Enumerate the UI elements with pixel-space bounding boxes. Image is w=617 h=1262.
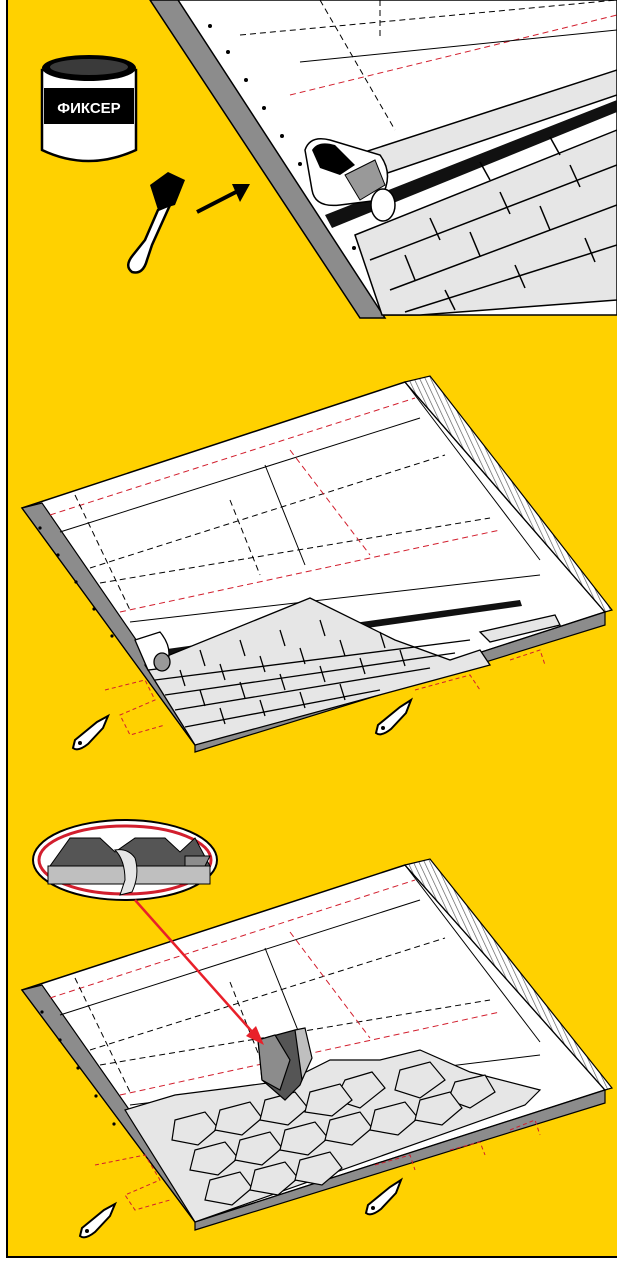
utility-knife-icon-3: [80, 1204, 115, 1237]
arrow-icon: [197, 184, 250, 212]
panel-2-rectangular-shingles: [22, 376, 612, 752]
panel-3-hexagonal-shingles: [22, 820, 612, 1237]
utility-knife-icon: [73, 716, 108, 749]
detail-callout-icon: [33, 820, 217, 900]
panel-1-adhesive-application: ФИКСЕР: [42, 0, 617, 318]
can-label: ФИКСЕР: [57, 100, 120, 117]
utility-knife-icon-2: [376, 700, 411, 734]
spatula-icon: [128, 172, 185, 273]
adhesive-can-icon: ФИКСЕР: [42, 55, 136, 161]
utility-knife-icon-4: [366, 1180, 401, 1214]
